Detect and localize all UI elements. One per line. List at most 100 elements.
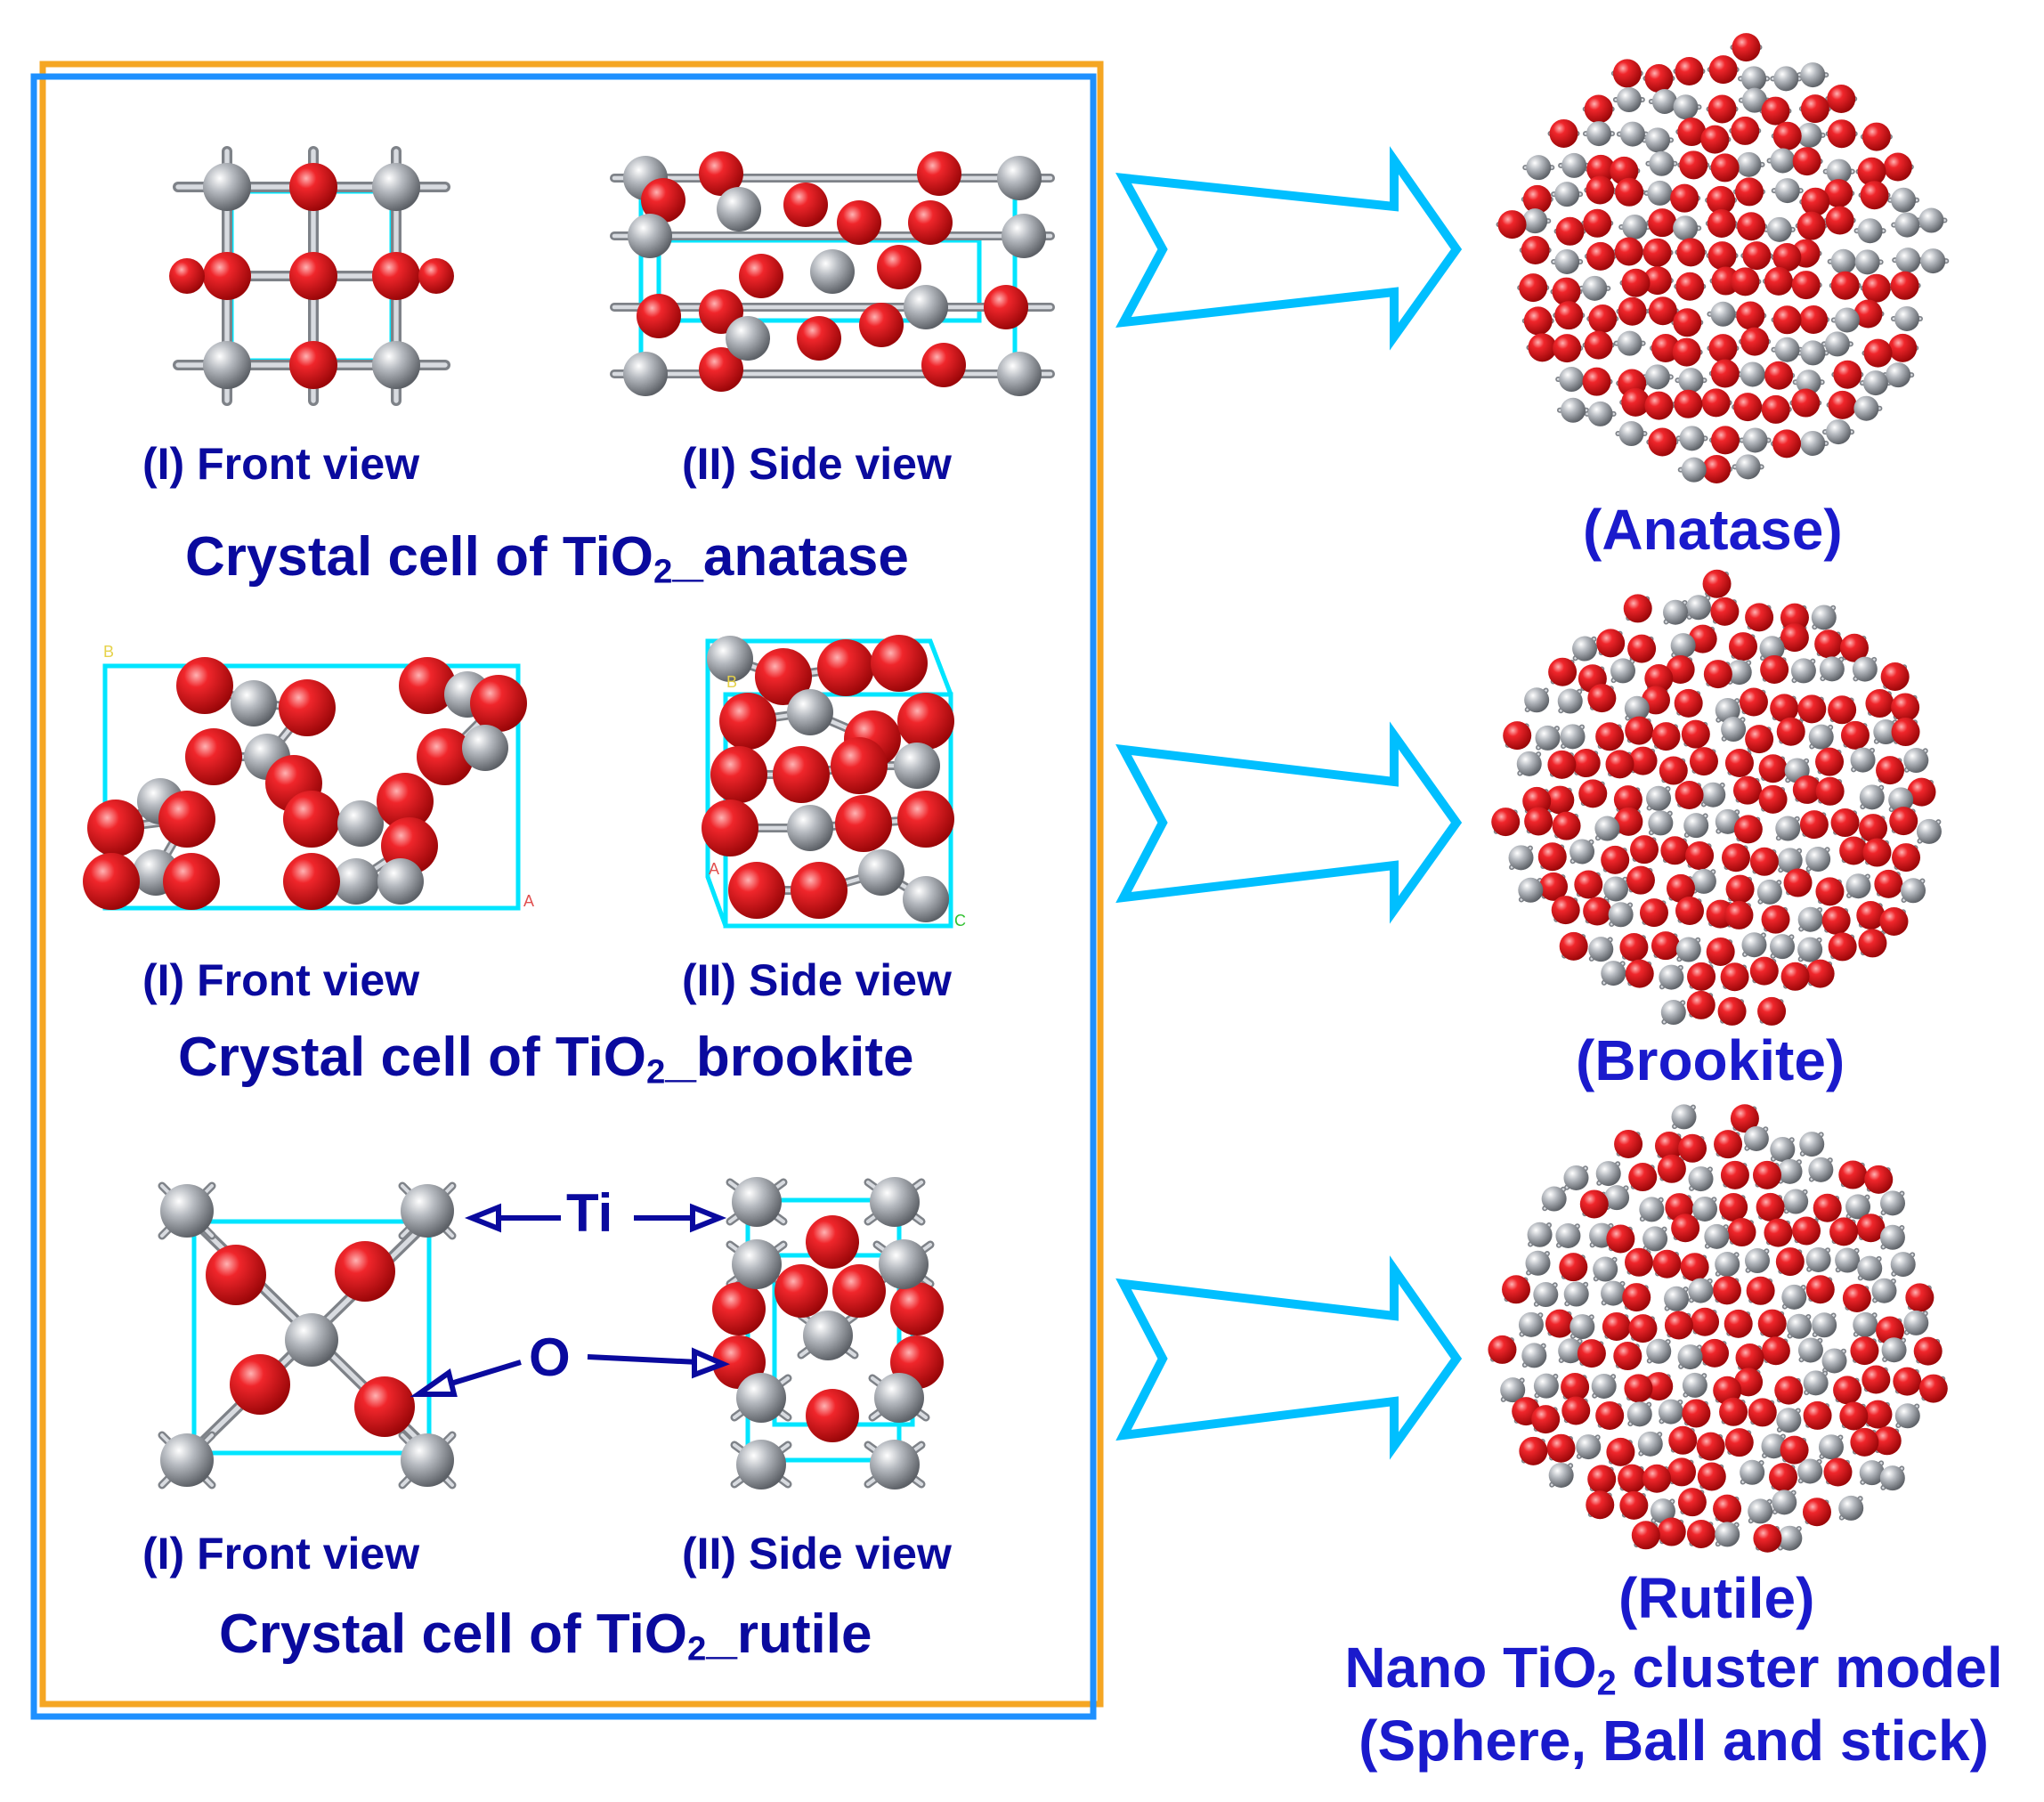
oxygen-atom bbox=[1780, 1435, 1809, 1465]
oxygen-atom bbox=[1561, 1372, 1590, 1401]
oxygen-atom bbox=[1710, 597, 1740, 626]
oxygen-atom bbox=[1586, 241, 1615, 271]
rutile-cluster-label: (Rutile) bbox=[1618, 1566, 1815, 1630]
oxygen-atom bbox=[1701, 388, 1731, 418]
oxygen-atom bbox=[1736, 301, 1765, 330]
oxygen-atom bbox=[1631, 1521, 1660, 1550]
oxygen-atom bbox=[1830, 808, 1860, 838]
arrow-rutile bbox=[1115, 1255, 1463, 1460]
titanium-atom bbox=[1560, 397, 1586, 423]
titanium-atom bbox=[1852, 656, 1878, 682]
titanium-atom bbox=[623, 352, 668, 396]
titanium-atom bbox=[462, 725, 508, 771]
oxygen-atom bbox=[1791, 388, 1821, 418]
oxygen-atom bbox=[1815, 747, 1845, 776]
oxygen-atom bbox=[897, 693, 954, 750]
oxygen-atom bbox=[1696, 1432, 1725, 1461]
titanium-atom bbox=[894, 743, 940, 789]
titanium-atom bbox=[1715, 1252, 1740, 1278]
oxygen-atom bbox=[1648, 427, 1677, 457]
oxygen-atom bbox=[1801, 187, 1830, 216]
oxygen-atom bbox=[1625, 959, 1654, 988]
anatase-side-view-model bbox=[610, 151, 1055, 396]
titanium-atom bbox=[1677, 1344, 1703, 1370]
oxygen-atom bbox=[877, 245, 921, 289]
oxygen-atom bbox=[1625, 716, 1654, 745]
titanium-atom bbox=[874, 1373, 924, 1423]
oxygen-atom bbox=[1724, 1428, 1754, 1457]
titanium-atom bbox=[1548, 1462, 1574, 1488]
titanium-atom bbox=[1594, 816, 1620, 841]
titanium-atom bbox=[1879, 1224, 1905, 1250]
oxygen-atom bbox=[1528, 333, 1557, 362]
titanium-atom bbox=[1873, 719, 1899, 745]
rutile-front-view-label: (I) Front view bbox=[142, 1529, 420, 1579]
oxygen-atom bbox=[1553, 334, 1582, 363]
titanium-atom bbox=[1648, 810, 1674, 836]
oxygen-atom bbox=[399, 657, 456, 714]
oxygen-atom bbox=[1681, 719, 1710, 749]
titanium-atom bbox=[1645, 127, 1671, 153]
oxygen-atom bbox=[1627, 634, 1657, 663]
titanium-atom bbox=[1572, 636, 1598, 662]
oxygen-atom bbox=[1824, 179, 1853, 208]
oxygen-atom bbox=[1746, 1276, 1775, 1305]
titanium-atom bbox=[879, 1239, 929, 1289]
titanium-atom bbox=[1776, 1408, 1802, 1433]
titanium-atom bbox=[1710, 301, 1736, 327]
oxygen-atom bbox=[1757, 1309, 1787, 1338]
oxygen-atom bbox=[283, 791, 340, 848]
oxygen-atom bbox=[1644, 391, 1674, 420]
titanium-atom bbox=[1637, 1431, 1663, 1457]
oxygen-atom bbox=[1622, 1283, 1651, 1312]
oxygen-atom bbox=[1559, 1253, 1588, 1282]
oxygen-atom bbox=[1561, 1396, 1591, 1425]
titanium-atom bbox=[1886, 362, 1911, 388]
titanium-atom bbox=[787, 689, 833, 735]
oxygen-atom bbox=[859, 303, 904, 347]
oxygen-atom bbox=[1524, 807, 1553, 836]
oxygen-atom bbox=[1745, 725, 1774, 754]
oxygen-atom bbox=[1761, 394, 1790, 424]
titanium-atom bbox=[1673, 94, 1699, 120]
titanium-atom bbox=[1644, 364, 1670, 390]
oxygen-atom bbox=[871, 635, 928, 692]
oxygen-atom bbox=[728, 862, 785, 919]
oxygen-atom bbox=[1791, 271, 1821, 300]
oxygen-atom bbox=[1772, 305, 1802, 335]
oxygen-atom bbox=[1613, 1342, 1642, 1371]
oxygen-atom bbox=[1642, 266, 1672, 296]
titanium-atom bbox=[1715, 1522, 1740, 1547]
titanium-atom bbox=[1646, 1338, 1672, 1364]
titanium-atom bbox=[1675, 937, 1701, 962]
oxygen-atom bbox=[1700, 1338, 1730, 1368]
titanium-atom bbox=[1918, 207, 1944, 233]
oxygen-atom bbox=[1883, 152, 1912, 182]
oxygen-atom bbox=[1648, 208, 1677, 238]
oxygen-atom bbox=[1691, 1307, 1720, 1336]
oxygen-atom bbox=[1548, 657, 1578, 686]
rutile-side-view-model bbox=[712, 1177, 944, 1489]
titanium-atom bbox=[1759, 636, 1785, 662]
oxygen-atom bbox=[1587, 1465, 1617, 1494]
oxygen-atom bbox=[1667, 1457, 1697, 1487]
oxygen-atom bbox=[1858, 929, 1887, 958]
rutile-o-label: O bbox=[529, 1327, 571, 1387]
titanium-atom bbox=[1781, 1284, 1807, 1310]
oxygen-atom bbox=[1833, 1376, 1862, 1405]
oxygen-atom bbox=[1606, 1437, 1635, 1466]
titanium-atom bbox=[1649, 150, 1675, 176]
titanium-atom bbox=[1642, 1226, 1668, 1252]
oxygen-atom bbox=[1780, 623, 1809, 653]
titanium-atom bbox=[1664, 1286, 1690, 1311]
titanium-atom bbox=[1879, 1465, 1905, 1491]
titanium-atom bbox=[1673, 215, 1699, 241]
arrow-anatase bbox=[1115, 146, 1463, 351]
oxygen-atom bbox=[1732, 775, 1762, 805]
titanium-atom bbox=[1803, 1370, 1829, 1396]
oxygen-atom bbox=[1588, 304, 1618, 334]
oxygen-atom bbox=[1737, 212, 1766, 241]
outer-frame bbox=[39, 61, 1104, 1708]
anatase-caption: Crystal cell of TiO2_anatase bbox=[185, 526, 909, 591]
titanium-atom bbox=[1800, 62, 1826, 88]
